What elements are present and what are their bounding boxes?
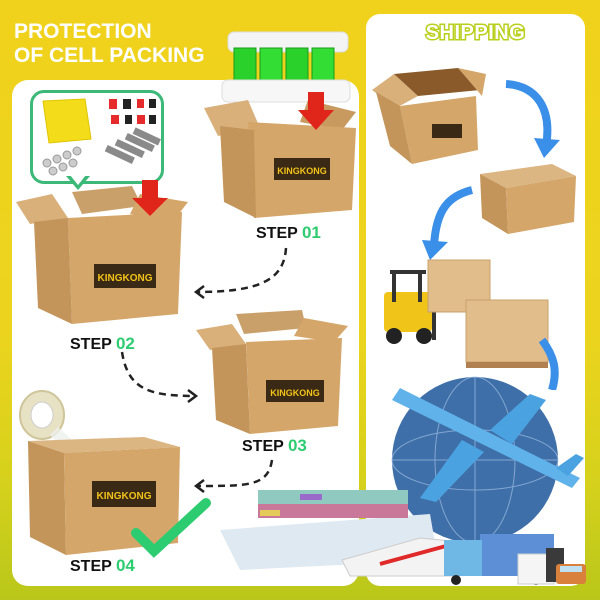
down-arrow-icon xyxy=(298,92,334,130)
train-icon xyxy=(341,537,463,577)
battery-cells-icon xyxy=(221,31,351,103)
shipping-title: SHIPPING xyxy=(424,21,526,46)
bubble-tail-inner xyxy=(70,175,86,185)
step-03-box-illustration: KINGKONG xyxy=(196,310,348,434)
car-icon xyxy=(556,564,586,584)
airplane-icon xyxy=(392,388,584,502)
down-arrow-icon xyxy=(132,180,168,216)
step-04-label: STEP 04 xyxy=(70,556,135,575)
blue-arrow-icon xyxy=(538,337,559,390)
accessories-icon xyxy=(42,98,161,176)
blue-arrow-icon xyxy=(505,80,552,147)
step-04-box-illustration: KINGKONG xyxy=(19,390,211,558)
step-01-label: STEP 01 xyxy=(256,223,321,242)
checkmark-icon xyxy=(131,498,211,558)
step-02-label: STEP 02 xyxy=(70,334,135,353)
page-title: PROTECTION OF CELL PACKING xyxy=(14,20,205,68)
title-line-2: OF CELL PACKING xyxy=(14,44,205,67)
svg-text:KINGKONG: KINGKONG xyxy=(270,388,320,398)
step-01-box-illustration: KINGKONG xyxy=(204,31,356,218)
step-02-box-illustration: KINGKONG xyxy=(16,180,188,324)
van-icon xyxy=(517,548,564,585)
svg-text:KINGKONG: KINGKONG xyxy=(97,491,152,502)
accessories-bubble xyxy=(30,90,164,184)
title-line-1: PROTECTION xyxy=(14,20,152,43)
blue-arrow-icon xyxy=(430,186,474,247)
svg-text:KINGKONG: KINGKONG xyxy=(98,273,153,284)
transport-illustration xyxy=(220,376,586,585)
svg-text:KINGKONG: KINGKONG xyxy=(277,166,327,176)
step-03-label: STEP 03 xyxy=(242,436,307,455)
pallet-boxes xyxy=(465,299,549,363)
shipping-illustrations xyxy=(372,68,576,390)
